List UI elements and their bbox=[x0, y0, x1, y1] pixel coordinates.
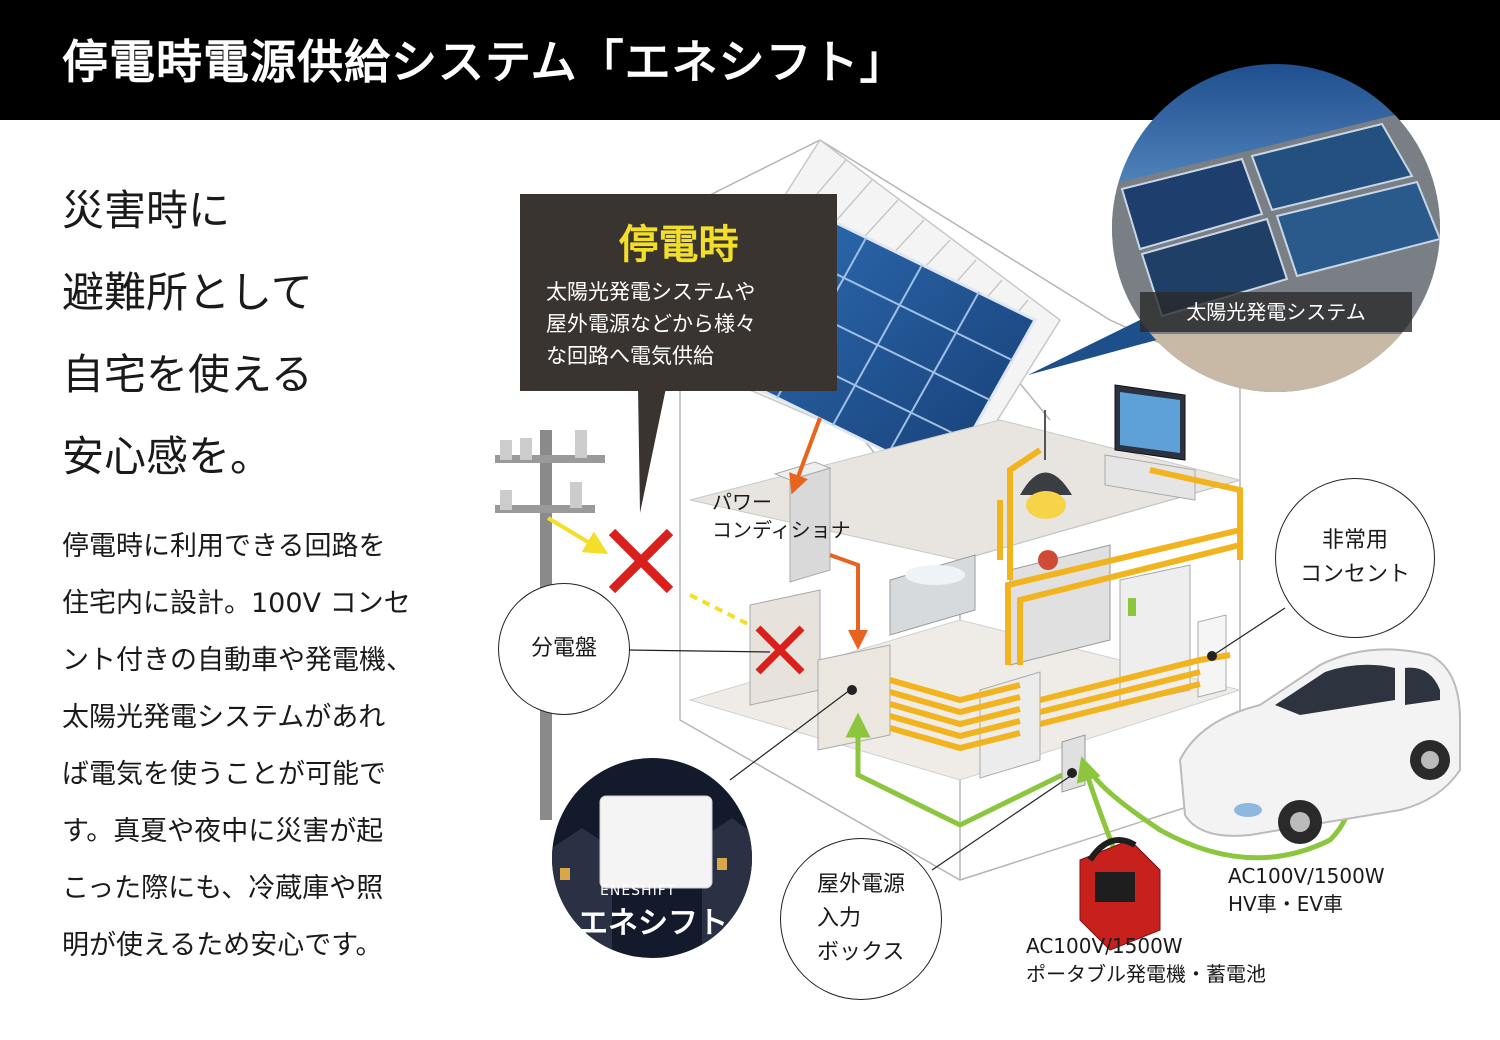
television bbox=[1104, 384, 1196, 501]
power-conditioner-label: パワー コンディショナ bbox=[712, 488, 851, 544]
callout-text: 太陽光発電システムや 屋外電源などから様々 な回路へ電気供給 bbox=[546, 276, 756, 372]
callout-tail bbox=[638, 388, 666, 513]
description-line: 住宅内に設計。100V コンセ bbox=[62, 588, 411, 619]
outdoor-input-box-unit bbox=[1061, 734, 1086, 793]
grid-feed-arrow bbox=[546, 516, 609, 555]
label-text: 分電盤 bbox=[530, 636, 597, 661]
description-line: こった際にも、冷蔵庫や照 bbox=[62, 873, 384, 904]
product-photo bbox=[552, 758, 752, 958]
callout-title: 停電時 bbox=[618, 222, 739, 268]
label-line: 非常用 bbox=[1321, 528, 1388, 553]
label-line: コンディショナ bbox=[712, 518, 851, 542]
label-line: コンセント bbox=[1299, 562, 1410, 587]
outage-callout: 停電時 太陽光発電システムや 屋外電源などから様々 な回路へ電気供給 bbox=[520, 194, 837, 391]
car bbox=[1178, 648, 1461, 844]
label-line: パワー bbox=[712, 490, 772, 514]
description-line: 明が使えるため安心です。 bbox=[62, 930, 383, 961]
description-line: す。真夏や夜中に災害が起 bbox=[62, 816, 384, 847]
solar-photo bbox=[1112, 64, 1440, 392]
kitchen bbox=[889, 544, 1111, 666]
description-line: ント付きの自動車や発電機、 bbox=[62, 645, 413, 676]
outdoor-input-box-label: 屋外電源 入力 ボックス bbox=[780, 838, 942, 1000]
description-text: 停電時に利用できる回路を 住宅内に設計。100V コンセ ント付きの自動車や発電… bbox=[62, 518, 467, 974]
label-line: AC100V/1500W bbox=[1026, 934, 1183, 958]
marker-dot bbox=[1067, 768, 1077, 778]
pendant-lamp bbox=[1020, 410, 1072, 519]
headline-line: 自宅を使える bbox=[62, 350, 313, 399]
solar-photo-caption: 太陽光発電システム bbox=[1140, 292, 1412, 332]
solar-pointer bbox=[1028, 315, 1175, 375]
product-image bbox=[552, 758, 752, 958]
product-name: エネシフト bbox=[578, 906, 728, 941]
description-line: 停電時に利用できる回路を bbox=[62, 531, 386, 562]
header-bar: 停電時電源供給システム「エネシフト」 bbox=[0, 0, 1500, 120]
description-line: ば電気を使うことが可能で bbox=[62, 759, 386, 790]
distribution-board-label: 分電盤 bbox=[498, 583, 630, 715]
callout-line: 太陽光発電システムや bbox=[546, 280, 756, 304]
label-line: 屋外電源 bbox=[816, 872, 905, 897]
page-title: 停電時電源供給システム「エネシフト」 bbox=[62, 35, 907, 89]
description-line: 太陽光発電システムがあれ bbox=[62, 702, 386, 733]
solar-photo-image bbox=[1112, 64, 1440, 392]
emergency-outlet-label: 非常用 コンセント bbox=[1275, 478, 1435, 638]
portable-generator bbox=[1079, 837, 1161, 951]
headline-line: 避難所として bbox=[62, 268, 313, 317]
headline: 災害時に 避難所として 自宅を使える 安心感を。 bbox=[62, 170, 313, 498]
cross-mark-pole bbox=[608, 528, 674, 594]
emergency-circuits bbox=[889, 447, 1243, 752]
leader-lines bbox=[627, 607, 1286, 871]
headline-line: 安心感を。 bbox=[62, 432, 273, 481]
label-line: ボックス bbox=[816, 940, 905, 965]
product-logo: ENESHIFT bbox=[600, 883, 677, 899]
generator-spec-label: AC100V/1500W ポータブル発電機・蓄電池 bbox=[1026, 932, 1266, 988]
car-spec-label: AC100V/1500W HV車・EV車 bbox=[1228, 862, 1385, 918]
callout-line: な回路へ電気供給 bbox=[546, 344, 714, 368]
solar-power-arrows bbox=[789, 417, 868, 650]
marker-dot bbox=[1207, 651, 1217, 661]
cross-mark-board bbox=[755, 625, 805, 675]
headline-line: 災害時に bbox=[62, 186, 231, 235]
marker-dot bbox=[847, 685, 857, 695]
label-line: 入力 bbox=[816, 906, 861, 931]
label-line: HV車・EV車 bbox=[1228, 892, 1344, 916]
refrigerator bbox=[1119, 564, 1191, 706]
label-line: AC100V/1500W bbox=[1228, 864, 1385, 888]
callout-line: 屋外電源などから様々 bbox=[546, 312, 756, 336]
power-conditioner-unit bbox=[773, 461, 832, 583]
label-line: ポータブル発電機・蓄電池 bbox=[1026, 962, 1266, 986]
cut-grid-line bbox=[689, 593, 751, 627]
